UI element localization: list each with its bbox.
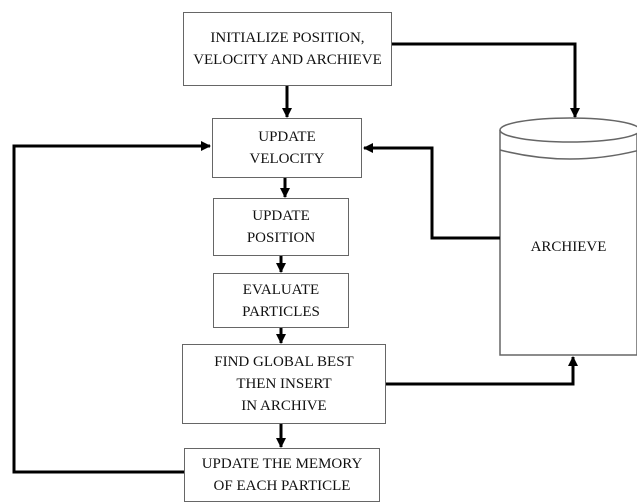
update-position-box: UPDATE POSITION (213, 198, 349, 256)
update-memory-box: UPDATE THE MEMORY OF EACH PARTICLE (184, 448, 380, 502)
update-memory-label: UPDATE THE MEMORY OF EACH PARTICLE (201, 456, 363, 494)
find-global-best-box: FIND GLOBAL BEST THEN INSERT IN ARCHIVE (182, 344, 386, 424)
update-position-label: UPDATE POSITION (246, 208, 316, 246)
update-velocity-box: UPDATE VELOCITY (212, 118, 362, 178)
arrow-init-to-archive (392, 42, 580, 118)
find-global-best-label: FIND GLOBAL BEST THEN INSERT IN ARCHIVE (214, 354, 354, 414)
evaluate-particles-box: EVALUATE PARTICLES (213, 273, 349, 328)
archive-label: ARCHIEVE (530, 239, 607, 255)
initialize-label: INITIALIZE POSITION, VELOCITY AND ARCHIE… (193, 30, 382, 68)
arrow-memory-to-velocity (12, 141, 211, 474)
evaluate-particles-label: EVALUATE PARTICLES (242, 281, 320, 320)
update-velocity-label: UPDATE VELOCITY (249, 129, 325, 167)
arrow-globalbest-to-archive (386, 356, 578, 386)
initialize-box: INITIALIZE POSITION, VELOCITY AND ARCHIE… (183, 12, 392, 86)
arrow-archive-to-velocity (363, 143, 500, 240)
archive-cylinder (499, 117, 637, 356)
